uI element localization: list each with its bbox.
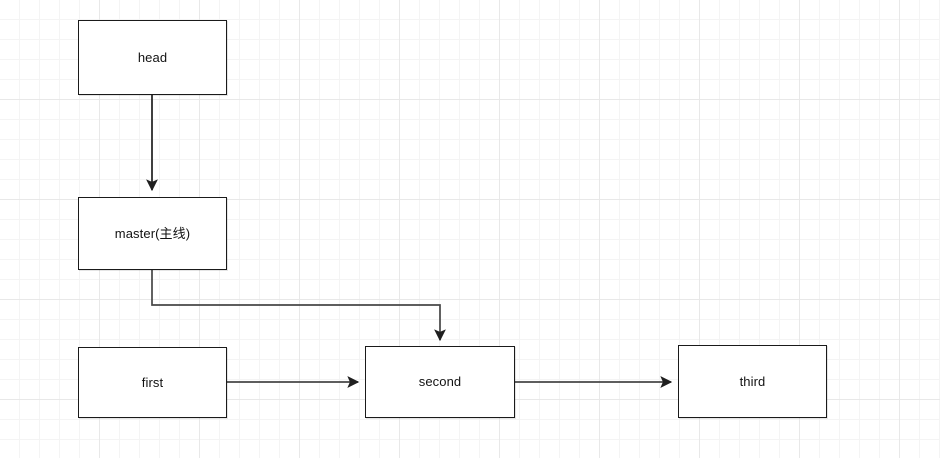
node-head-label: head bbox=[137, 49, 168, 65]
node-head[interactable]: head bbox=[78, 20, 227, 95]
node-third[interactable]: third bbox=[678, 345, 827, 418]
node-third-label: third bbox=[739, 373, 766, 389]
node-master[interactable]: master(主线) bbox=[78, 197, 227, 270]
node-first-label: first bbox=[141, 374, 164, 390]
node-master-label: master(主线) bbox=[114, 225, 191, 241]
node-second-label: second bbox=[418, 374, 462, 390]
node-second[interactable]: second bbox=[365, 346, 515, 418]
edge-master-to-second bbox=[151, 270, 446, 342]
node-first[interactable]: first bbox=[78, 347, 227, 418]
